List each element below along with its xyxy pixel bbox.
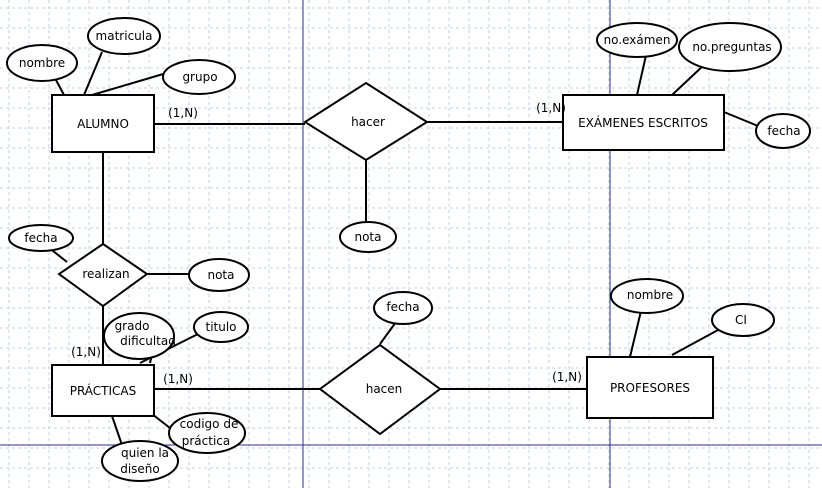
attribute-ellipse [711,303,775,337]
attribute-profesor-ci[interactable]: CI [711,303,775,337]
link-examen-noexamen [636,50,648,96]
relationship-realizan-label: realizan [82,267,129,281]
attribute-practica-titulo[interactable]: titulo [193,311,249,343]
relationship-hacer[interactable]: hacer [303,81,429,162]
attribute-label-line2: práctica [182,434,231,448]
attribute-realizan-fecha[interactable]: fecha [8,224,74,252]
attribute-examen-no-preguntas[interactable]: no.preguntas [678,22,782,72]
entity-practicas-box [51,364,155,417]
attribute-label-line2: dificultad [120,334,176,348]
relationship-hacen-diamond [318,343,442,436]
attribute-label: fecha [767,124,800,138]
attribute-label: nota [354,230,381,244]
cardinality-profesores-hacen: (1,N) [552,370,582,384]
attribute-ellipse [188,258,250,292]
attribute-label: no.preguntas [692,40,771,54]
entity-practicas[interactable]: PRÁCTICAS [51,364,155,417]
attribute-examen-fecha[interactable]: fecha [755,113,811,149]
attribute-label: no.exámen [604,33,671,47]
attribute-label: nombre [19,56,65,70]
entity-profesores-label: PROFESORES [610,381,690,395]
relationship-realizan[interactable]: realizan [57,242,149,308]
attribute-ellipse [168,412,246,454]
attribute-label: titulo [205,320,236,334]
cardinality-alumno-hacer: (1,N) [168,106,198,120]
attribute-ellipse [373,291,433,325]
relationship-realizan-diamond [57,242,149,308]
attribute-ellipse [87,17,161,55]
attribute-ellipse [101,440,179,482]
entity-practicas-label: PRÁCTICAS [70,383,137,398]
attribute-alumno-matricula[interactable]: matricula [87,17,161,55]
attribute-label: CI [735,313,747,327]
entity-examenes-escritos[interactable]: EXÁMENES ESCRITOS [562,94,725,151]
attribute-ellipse [193,311,249,343]
attribute-label: grupo [182,70,217,84]
attribute-label: fecha [386,300,419,314]
entity-examenes-label: EXÁMENES ESCRITOS [578,115,708,130]
attribute-alumno-nombre[interactable]: nombre [6,44,78,82]
entity-profesores[interactable]: PROFESORES [586,356,714,419]
attribute-alumno-grupo[interactable]: grupo [162,59,236,95]
relationship-hacen[interactable]: hacen [318,343,442,436]
attribute-ellipse [162,59,236,95]
attribute-label-line1: grado [115,319,150,333]
entity-profesores-box [586,356,714,419]
attribute-ellipse [6,44,78,82]
attribute-profesor-nombre[interactable]: nombre [610,278,684,314]
link-examen-nopreguntas [671,63,706,96]
attribute-label-line2: diseño [120,462,160,476]
attribute-ellipse [339,221,397,253]
cardinality-examenes-hacer: (1,N) [536,101,566,115]
link-alumno-matricula [83,51,103,96]
attribute-ellipse [610,278,684,314]
attribute-hacer-nota[interactable]: nota [339,221,397,253]
relationship-hacer-diamond [303,81,429,162]
attribute-ellipse [8,224,74,252]
attribute-label: fecha [24,231,57,245]
attribute-label: matricula [96,29,153,43]
attribute-ellipse [755,113,811,149]
link-examen-fecha [723,111,759,127]
attribute-label: nota [207,268,234,282]
attribute-label-line1: quien la [121,446,169,460]
link-profesor-ci [671,329,719,356]
entity-alumno[interactable]: ALUMNO [51,94,155,153]
attribute-practica-codigo[interactable]: codigo de práctica [168,412,246,454]
attribute-ellipse [103,312,175,360]
attribute-ellipse [596,22,678,58]
cardinality-practicas-realizan: (1,N) [71,345,101,359]
connectors [47,50,759,446]
link-profesor-nombre [629,310,642,358]
attribute-label: nombre [627,288,673,302]
entity-examenes-box [562,94,725,151]
link-hacen-fecha [379,321,397,345]
link-alumno-grupo [91,71,171,96]
relationship-hacen-label: hacen [366,382,403,396]
attribute-examen-no-examen[interactable]: no.exámen [596,22,678,58]
entity-alumno-label: ALUMNO [77,117,129,131]
link-alumno-nombre [55,79,65,96]
attribute-realizan-nota[interactable]: nota [188,258,250,292]
link-practica-quien [111,415,123,446]
attribute-hacen-fecha[interactable]: fecha [373,291,433,325]
attribute-practica-quien-la-diseno[interactable]: quien la diseño [101,440,179,482]
entity-alumno-box [51,94,155,153]
attribute-practica-grado-dificultad[interactable]: grado dificultad [103,312,176,360]
attribute-label-line1: codigo de [180,417,239,431]
cardinality-practicas-hacen: (1,N) [163,372,193,386]
relationship-hacer-label: hacer [351,115,385,129]
attribute-ellipse [678,22,782,72]
